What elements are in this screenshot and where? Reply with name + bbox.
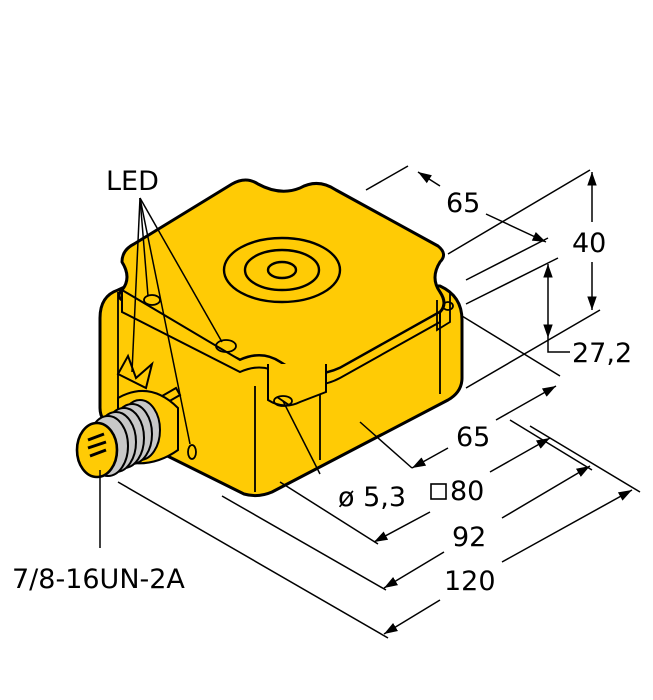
led-window-3 [187,444,197,460]
dim-square-80: 80 [450,476,484,507]
connector-face [75,421,119,479]
dim-top-65: 65 [446,188,480,219]
hole-label: ø 5,3 [338,482,406,513]
dim-120: 120 [444,566,496,597]
target-rings [222,236,342,304]
thread-label: 7/8-16UN-2A [12,564,185,595]
dim-92: 92 [452,522,486,553]
square-symbol [430,483,447,500]
dim-height-40: 40 [572,228,606,259]
led-callout: LED [106,166,223,445]
led-label: LED [106,166,159,197]
mounting-hole [273,395,293,407]
led-window-2 [215,339,237,353]
dim-height-27-2: 27,2 [572,338,632,369]
m-connector [75,353,182,479]
dim-inner-65: 65 [456,422,490,453]
